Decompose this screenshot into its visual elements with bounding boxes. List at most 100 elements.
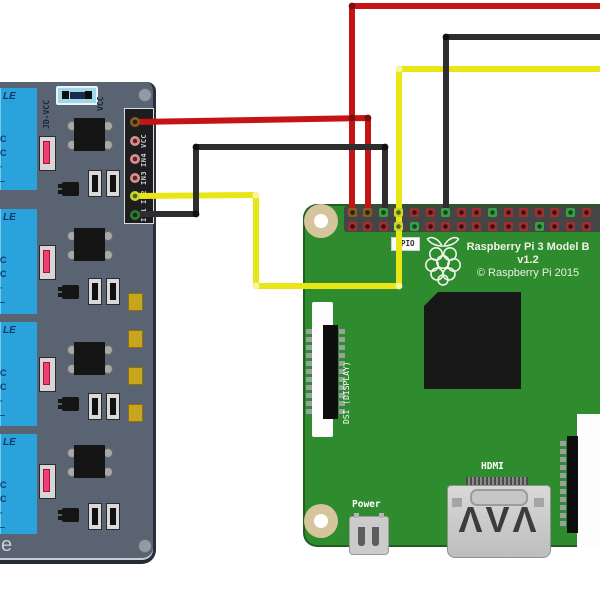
- yellow-capacitor: [128, 293, 143, 311]
- screw-hole-bottom: [138, 539, 152, 553]
- wire-red: [349, 3, 600, 215]
- csi-pin: [560, 465, 566, 470]
- dsi-pin: [339, 385, 345, 390]
- relay-led: [39, 357, 56, 392]
- hdmi-shell-notch: [470, 489, 528, 506]
- gpio-pin: [581, 222, 591, 231]
- relay-led-lens: [43, 362, 50, 385]
- dsi-pin: [339, 377, 345, 382]
- relay-unit: [0, 209, 37, 314]
- dsi-pin: [306, 401, 312, 406]
- relay-unit: [0, 434, 37, 534]
- csi-pin: [560, 473, 566, 478]
- transistor: [62, 285, 79, 299]
- dsi-pin: [339, 337, 345, 342]
- relay-text-fragment: LE: [3, 437, 16, 448]
- transistor-lead: [58, 405, 63, 409]
- csi-pin: [560, 497, 566, 502]
- hdmi-contacts-glyph: ΛVΛ: [458, 499, 540, 540]
- gpio-label: GPIO: [391, 237, 420, 251]
- optocoupler-ic: [74, 342, 105, 375]
- gpio-pin: [550, 208, 560, 217]
- relay-led: [39, 245, 56, 280]
- gpio-pin: [425, 208, 435, 217]
- transistor-lead: [58, 516, 63, 520]
- wire-bend-dot: [192, 143, 200, 151]
- relay-header-pin: [130, 209, 140, 220]
- dsi-pin: [306, 369, 312, 374]
- capacitor: [88, 393, 102, 420]
- relay-led: [39, 464, 56, 499]
- gpio-pin: [394, 222, 404, 231]
- relay-text-fragment: LE: [3, 91, 16, 102]
- relay-text-fragment: C: [0, 255, 7, 265]
- capacitor-body: [92, 508, 98, 525]
- gpio-pin: [425, 222, 435, 231]
- soc-chip: [424, 292, 521, 389]
- gpio-pin: [534, 208, 544, 217]
- relay-board-label-fragment: e: [1, 534, 13, 556]
- relay-text-fragment: ·: [0, 283, 3, 293]
- jd-vcc-jumper: [56, 86, 98, 105]
- relay-text-fragment: ·: [0, 396, 3, 406]
- pi-mounting-hole-center: [314, 214, 328, 228]
- wire-bend-dot: [364, 114, 372, 122]
- gpio-pin: [378, 208, 388, 217]
- optocoupler-ic: [74, 228, 105, 261]
- csi-pin: [560, 505, 566, 510]
- csi-pin: [560, 481, 566, 486]
- pi-copyright-text: © Raspberry Pi 2015: [476, 267, 580, 279]
- raspberry-pi-logo-icon: [425, 236, 461, 286]
- gpio-pin: [456, 208, 466, 217]
- relay-header-pin: [130, 172, 140, 183]
- gpio-pin: [565, 222, 575, 231]
- relay-text-fragment: C: [0, 494, 7, 504]
- power-contact: [372, 527, 379, 546]
- capacitor-body: [92, 398, 98, 415]
- wire-bend-dot: [192, 210, 200, 218]
- capacitor-body: [110, 283, 116, 300]
- transistor-lead: [58, 287, 63, 291]
- relay-pin-label: IN1: [140, 207, 148, 222]
- relay-unit: [0, 88, 37, 190]
- pi-silkscreen-text: Raspberry Pi 3 Model B v1.2 © Raspberry …: [462, 241, 594, 280]
- power-tab: [379, 513, 384, 518]
- wire-black: [443, 34, 600, 215]
- pi-model-text: Raspberry Pi 3 Model B v1.2: [466, 241, 590, 266]
- dsi-pin: [306, 361, 312, 366]
- relay-text-fragment: C: [0, 480, 7, 490]
- gpio-pin: [394, 208, 404, 217]
- gpio-pin: [519, 222, 529, 231]
- dsi-pin: [306, 377, 312, 382]
- transistor: [62, 397, 79, 411]
- gpio-pin: [441, 222, 451, 231]
- capacitor: [88, 170, 102, 197]
- gpio-pin: [550, 222, 560, 231]
- dsi-pin: [339, 353, 345, 358]
- gpio-pin: [363, 222, 373, 231]
- jumper-pin-left: [62, 91, 69, 99]
- relay-text-fragment: –: [0, 176, 6, 186]
- relay-text-fragment: –: [0, 522, 6, 532]
- gpio-pin: [363, 208, 373, 217]
- optocoupler-ic: [74, 445, 105, 478]
- relay-text-fragment: ·: [0, 162, 3, 172]
- gpio-pin: [472, 222, 482, 231]
- pi-mounting-hole-bottom: [304, 504, 338, 538]
- wire-bend-dot: [348, 2, 356, 10]
- relay-led-lens: [43, 141, 50, 164]
- jumper-pin-right: [85, 91, 92, 99]
- power-label: Power: [352, 499, 381, 510]
- wire-bend-dot: [381, 143, 389, 151]
- transistor-lead: [58, 293, 63, 297]
- relay-pin-label: GND: [140, 221, 151, 224]
- relay-led-lens: [43, 250, 50, 273]
- relay-text-fragment: C: [0, 134, 7, 144]
- relay-text-fragment: C: [0, 382, 7, 392]
- gpio-pin: [409, 208, 419, 217]
- power-tab: [354, 513, 359, 518]
- gpio-pin: [487, 222, 497, 231]
- relay-text-fragment: –: [0, 410, 6, 420]
- hdmi-pins: [466, 477, 528, 485]
